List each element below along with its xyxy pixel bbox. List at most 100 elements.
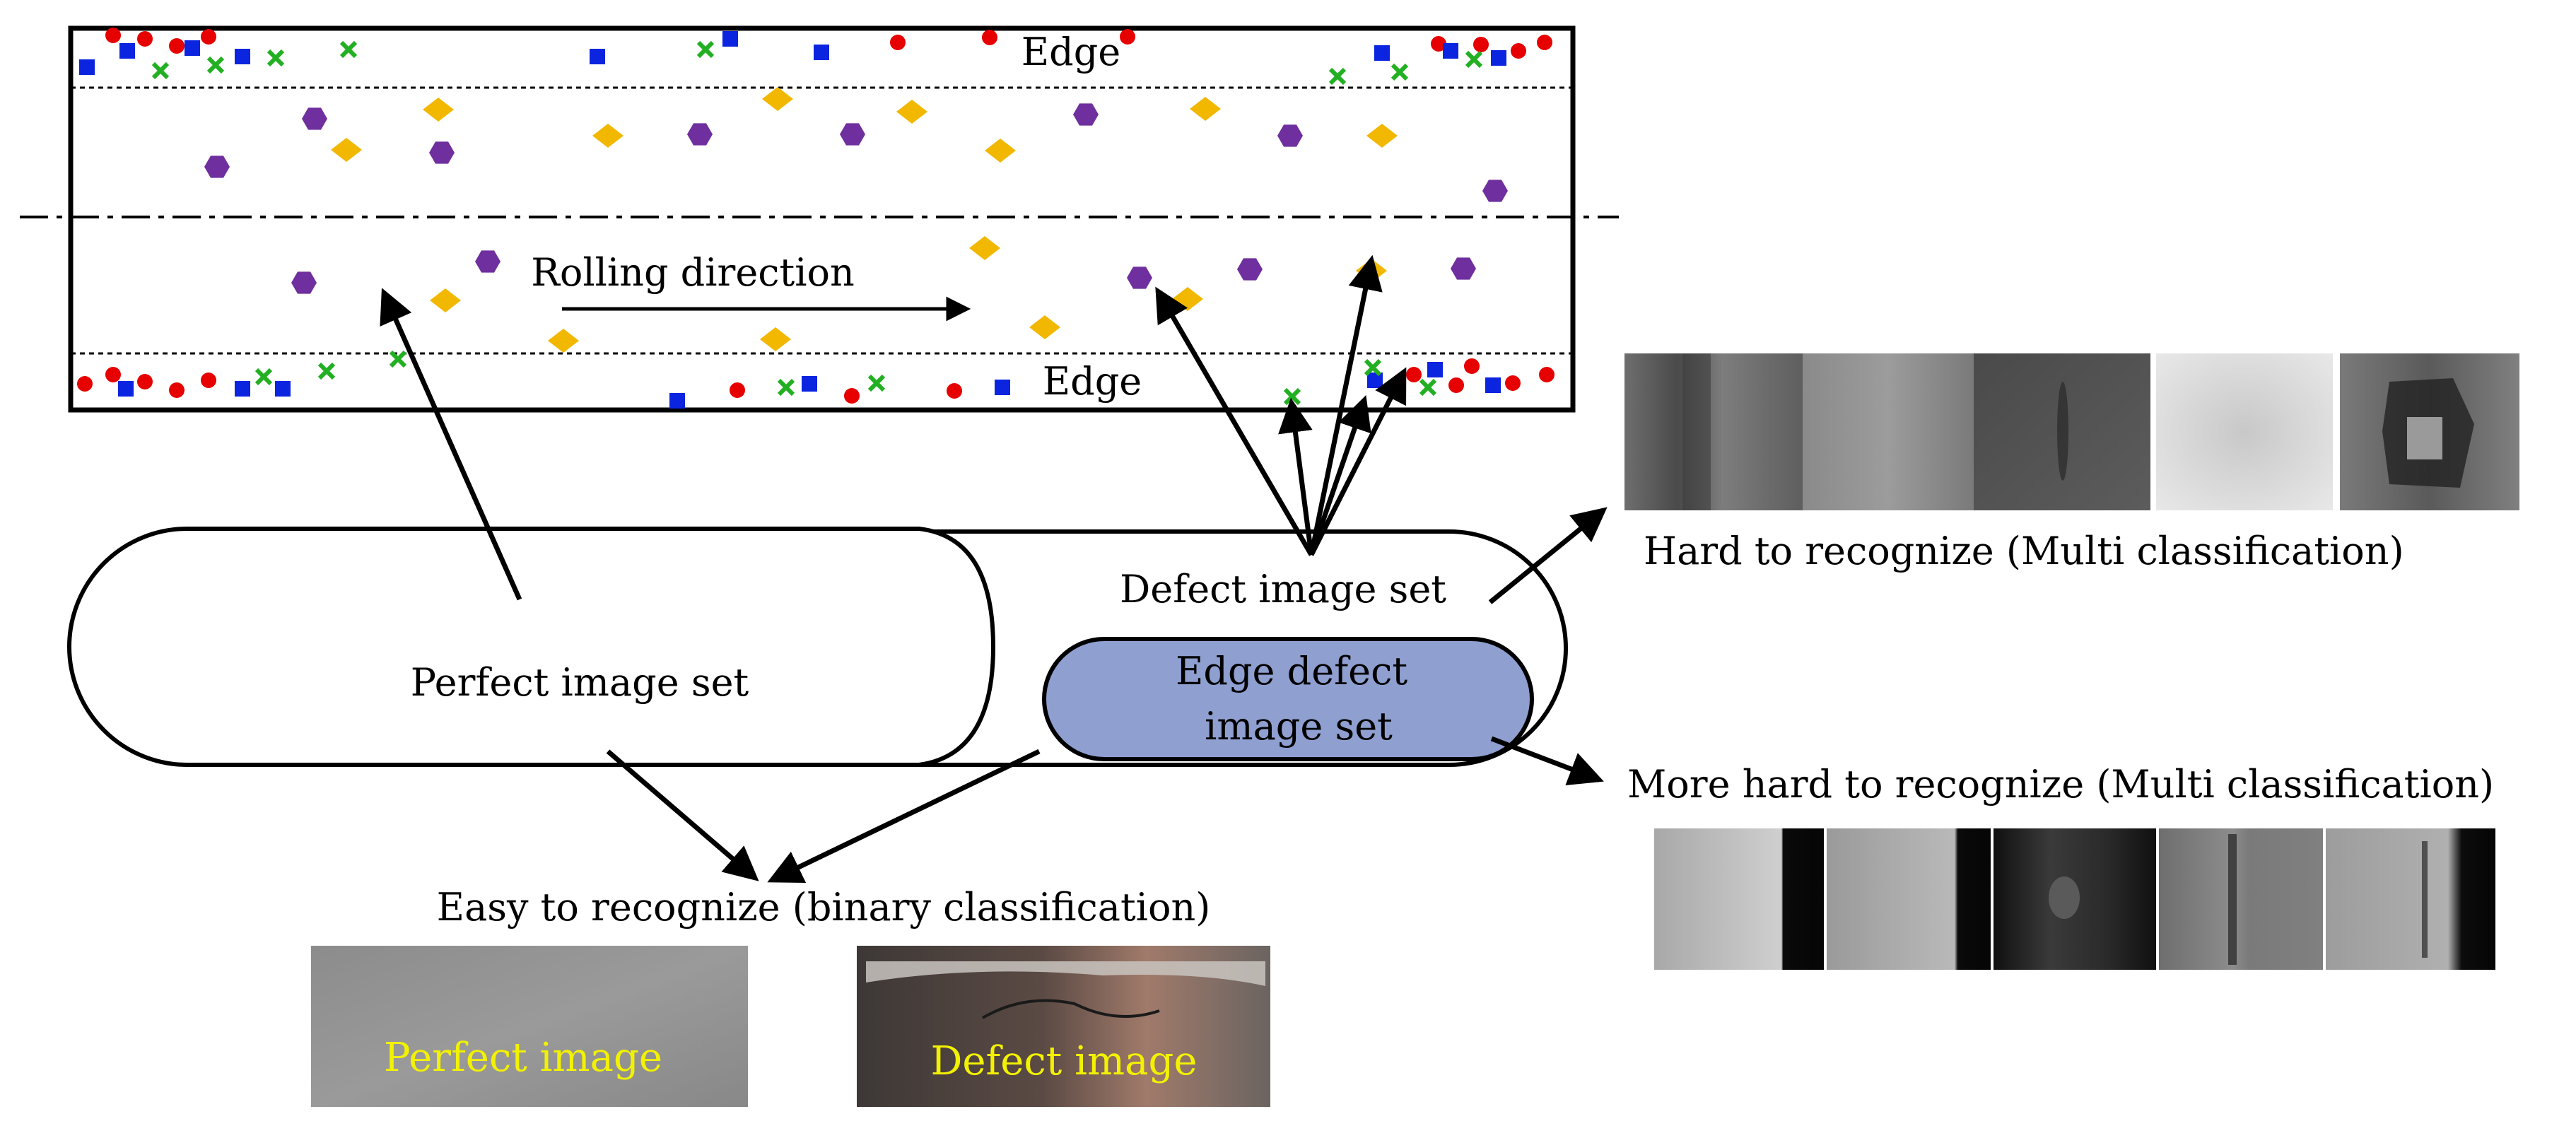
more-hard-sample-5-mark (2422, 841, 2428, 958)
defect-image-crack (866, 961, 1265, 986)
hard-sample-4 (2156, 353, 2333, 510)
hard-sample-1 (1624, 353, 1803, 510)
edge-defect-marker-circle (1431, 36, 1446, 52)
surface-defect-marker-hexagon (291, 271, 317, 294)
edge-defect-marker-cross (867, 374, 886, 392)
edge-defect-marker-cross (267, 49, 285, 67)
surface-defect-marker-hexagon (429, 141, 455, 164)
surface-defect-marker-hexagon (1073, 103, 1099, 126)
edge-defect-marker-circle (169, 38, 185, 54)
arrow-defect-to-marker-c (1278, 397, 1314, 556)
perfect-image-set-label: Perfect image set (411, 660, 749, 705)
edge-defect-marker-square (119, 43, 135, 59)
hard-sample-2 (1803, 353, 1974, 510)
perfect-image-label: Perfect image (384, 1035, 662, 1081)
surface-defect-marker-diamond (430, 288, 461, 312)
edge-defect-marker-square (669, 393, 685, 409)
defect-image-crack-line (981, 999, 1160, 1019)
defect-markers (77, 28, 1555, 409)
edge-defect-marker-square (995, 380, 1010, 395)
edge-defect-marker-square (275, 381, 291, 397)
edge-defect-marker-circle (169, 382, 185, 398)
edge-label-bottom: Edge (1043, 359, 1142, 404)
edge-defect-marker-circle (1406, 367, 1422, 382)
edge-defect-marker-circle (1539, 367, 1555, 382)
edge-defect-marker-square (1374, 45, 1390, 61)
edge-defect-image-set-label-line2: image set (1205, 704, 1393, 749)
edge-defect-image-set-label-line1: Edge defect (1176, 649, 1407, 693)
arrow-perfect-to-strip (380, 288, 522, 601)
strip-outline (68, 25, 1576, 413)
easy-caption: Easy to recognize (binary classification… (437, 885, 1211, 929)
defect-image-set-label: Defect image set (1120, 567, 1446, 611)
arrow-defect-to-hard (1488, 507, 1608, 604)
image-sets: Perfect image set Defect image set Edge … (67, 527, 1568, 767)
more-hard-sample-4 (2159, 828, 2323, 970)
edge-defect-marker-circle (1511, 43, 1526, 59)
surface-defect-marker-hexagon (302, 107, 327, 130)
edge-defect-marker-square (590, 49, 605, 64)
edge-defect-marker-cross (254, 368, 273, 386)
edge-defect-marker-cross (206, 56, 225, 74)
edge-defect-marker-square (1443, 43, 1458, 59)
edge-defect-marker-circle (201, 29, 216, 45)
hard-sample-1-streak (1682, 353, 1711, 510)
surface-defect-marker-diamond (969, 236, 1000, 260)
easy-to-recognize-samples: Easy to recognize (binary classification… (311, 885, 1270, 1107)
surface-defect-marker-diamond (896, 100, 927, 124)
more-hard-sample-5 (2326, 828, 2495, 970)
edge-defect-marker-square (118, 381, 134, 397)
edge-defect-marker-circle (1473, 37, 1489, 52)
edge-defect-marker-circle (137, 31, 153, 47)
surface-defect-marker-diamond (331, 138, 362, 162)
edge-defect-marker-circle (137, 374, 153, 389)
more-hard-sample-3-mark (2049, 876, 2080, 919)
edge-defect-marker-square (802, 376, 817, 392)
surface-defect-marker-hexagon (1451, 257, 1476, 280)
arrow-defect-to-marker-e (1309, 367, 1407, 556)
surface-defect-marker-hexagon (1237, 258, 1263, 281)
edge-defect-marker-square (722, 31, 738, 47)
surface-defect-marker-diamond (592, 124, 623, 148)
edge-defect-marker-cross (317, 362, 336, 380)
edge-defect-marker-circle (77, 376, 93, 392)
surface-defect-marker-hexagon (204, 156, 230, 178)
surface-defect-marker-diamond (762, 87, 793, 111)
edge-defect-marker-circle (982, 30, 997, 45)
surface-defect-marker-diamond (1190, 97, 1221, 121)
surface-defect-marker-hexagon (475, 250, 500, 273)
edge-defect-marker-circle (947, 383, 962, 399)
edge-defect-marker-circle (1448, 377, 1464, 393)
arrow-edge-defect-to-more-hard (1490, 736, 1604, 786)
edge-defect-marker-circle (1464, 358, 1480, 374)
edge-defect-marker-circle (1505, 375, 1521, 391)
edge-defect-marker-square (1485, 377, 1501, 393)
surface-defect-marker-hexagon (687, 123, 713, 146)
perfect-image-set-shape (67, 527, 996, 767)
edge-label-top: Edge (1021, 30, 1121, 74)
hard-to-recognize-samples: Hard to recognize (Multi classification) (1624, 353, 2519, 573)
hard-sample-3-mark (2057, 382, 2068, 481)
edge-defect-marker-square (1367, 373, 1383, 388)
surface-defect-marker-hexagon (1277, 124, 1303, 147)
more-hard-sample-2 (1827, 828, 1991, 970)
hard-sample-5-hole (2407, 417, 2442, 459)
edge-defect-marker-square (814, 45, 829, 60)
edge-defect-marker-cross (1465, 50, 1483, 69)
surface-defect-marker-diamond (1029, 315, 1060, 339)
more-hard-sample-1 (1654, 828, 1824, 970)
edge-defect-image-set-shape (1042, 637, 1534, 761)
surface-defect-marker-diamond (760, 327, 791, 351)
defect-image-label: Defect image (931, 1038, 1198, 1084)
surface-defect-marker-diamond (985, 139, 1016, 163)
edge-defect-marker-square (1427, 362, 1443, 377)
edge-defect-marker-square (235, 49, 250, 64)
edge-defect-marker-cross (339, 40, 358, 59)
edge-defect-marker-cross (696, 40, 715, 59)
edge-defect-marker-cross (1391, 63, 1409, 81)
flow-arrows (380, 254, 1608, 884)
steel-strip: Edge Edge Rolling direction (20, 25, 1619, 413)
perfect-image-sample (311, 946, 748, 1107)
arrow-perfect-to-easy (606, 749, 759, 881)
